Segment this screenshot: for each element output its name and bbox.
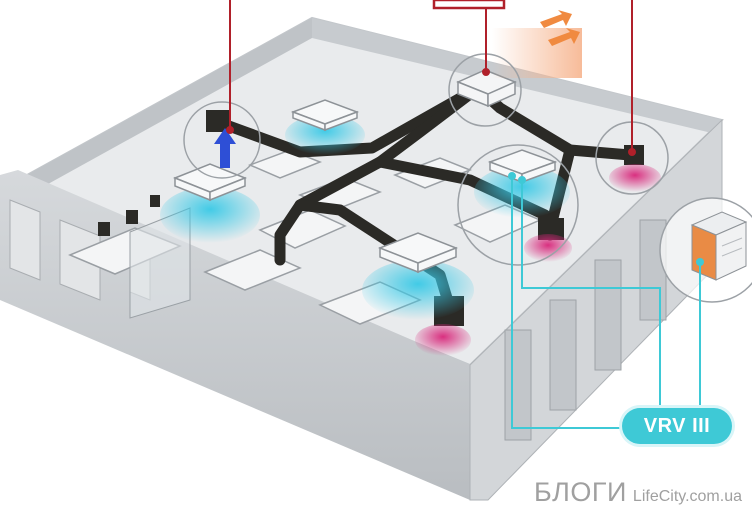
- vrv-label: VRV III: [622, 408, 732, 444]
- return-air-zones: [415, 164, 661, 356]
- watermark: БЛОГИ LifeCity.com.ua: [534, 477, 742, 508]
- cyan-callout-lines: [508, 172, 704, 429]
- supply-arrow-icon: [214, 128, 236, 168]
- branch-selector-box: [456, 69, 517, 108]
- cool-air-zones: [160, 115, 570, 320]
- red-callout-box: [432, 0, 506, 10]
- red-callout-lines: [226, 0, 636, 156]
- computer-monitors: [98, 195, 160, 236]
- airflow-arrow-icon: [540, 10, 580, 46]
- outdoor-unit-icon: [690, 211, 748, 281]
- wall-back-left: [18, 18, 312, 194]
- watermark-main: БЛОГИ: [533, 477, 627, 507]
- watermark-sub: LifeCity.com.ua: [632, 488, 742, 505]
- indoor-unit-icon: [172, 99, 558, 274]
